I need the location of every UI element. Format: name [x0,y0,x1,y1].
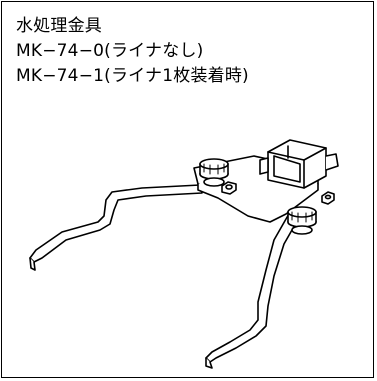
right-arm [205,211,301,363]
product-text: 水処理金具 MK−74−0(ライナなし) MK−74−1(ライナ1枚装着時) [16,14,365,89]
right-knob-top [287,206,317,218]
bracket-fixture-illustration [29,139,339,369]
product-title: 水処理金具 [16,16,102,36]
left-knob-top [199,158,229,170]
model-with-liner: MK−74−1(ライナ1枚装着時) [16,66,249,86]
left-arm [29,184,203,263]
model-without-liner: MK−74−0(ライナなし) [16,41,204,61]
product-card: 水処理金具 MK−74−0(ライナなし) MK−74−1(ライナ1枚装着時) [1,1,374,378]
